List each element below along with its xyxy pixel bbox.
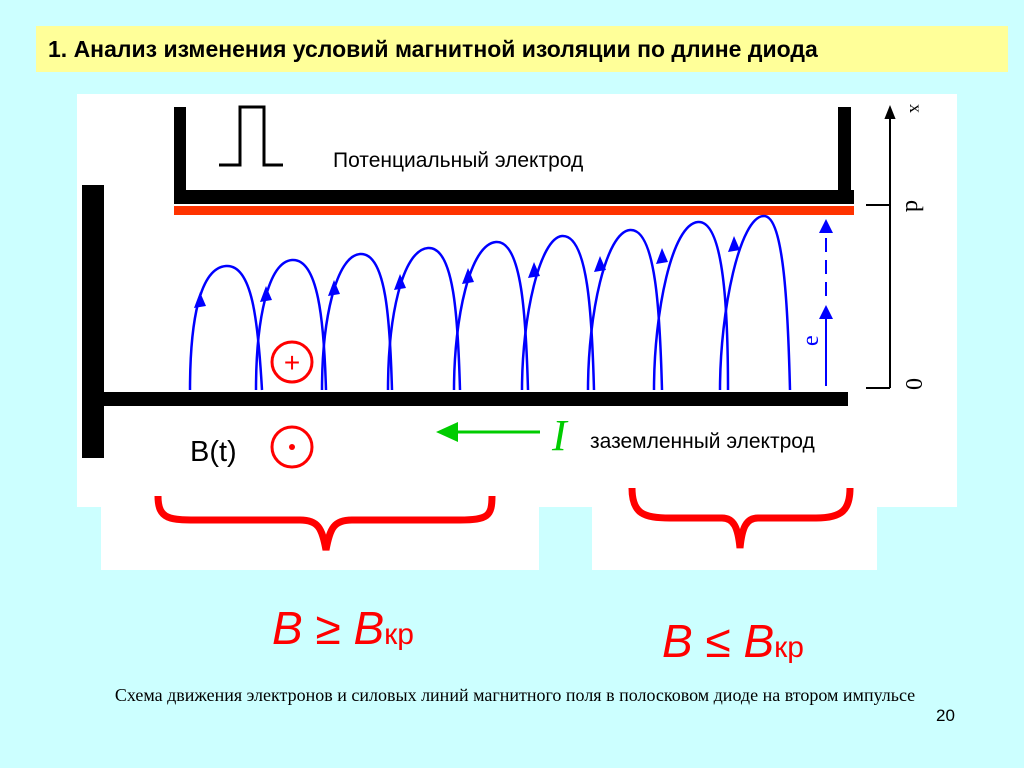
electron-arc — [254, 258, 328, 391]
slide-title: 1. Анализ изменения условий магнитной из… — [36, 26, 1008, 72]
trajectory-arrow-icon — [462, 268, 474, 284]
electron-arc — [320, 252, 394, 391]
cathode-left-post — [82, 185, 104, 458]
axis-label-x: x — [906, 104, 926, 113]
anode-left-post — [174, 107, 186, 190]
formula-right-subscript: кр — [774, 631, 804, 664]
potential-electrode — [174, 190, 854, 204]
field-out-dot — [289, 444, 295, 450]
trajectory-arrow-icon — [394, 274, 406, 290]
trajectory-arrows — [194, 236, 740, 308]
trajectory-arrow-icon — [594, 256, 606, 272]
electron-trajectories — [188, 214, 792, 391]
emission-edge-line — [174, 206, 854, 215]
formula-left-subscript: кр — [384, 618, 414, 651]
formula-right-main: B ≤ B — [662, 615, 775, 667]
electron-arc — [520, 234, 596, 391]
formula-right: B ≤ Bкр — [662, 618, 804, 664]
formula-left-main: B ≥ B — [272, 602, 385, 654]
electron-arc — [652, 220, 730, 391]
trajectory-arrow-icon — [328, 280, 340, 296]
gap-label-d: d — [900, 200, 926, 212]
plus-symbol: + — [284, 347, 300, 378]
current-arrow-head-icon — [436, 422, 458, 442]
trajectory-arrow-icon — [528, 262, 540, 278]
grounded-electrode-label: заземленный электрод — [590, 430, 815, 453]
electron-symbol: e — [798, 335, 824, 346]
left-brace — [154, 495, 496, 551]
anode-right-post — [838, 107, 851, 190]
field-label: B(t) — [190, 436, 237, 468]
potential-electrode-label: Потенциальный электрод — [333, 149, 583, 172]
diagram-panel — [77, 94, 957, 507]
electron-arc — [718, 214, 792, 391]
trajectory-arrow-icon — [656, 248, 668, 264]
field-out-marker — [270, 425, 314, 469]
field-into-marker — [270, 340, 314, 384]
electron-arc — [452, 240, 530, 391]
slide-caption: Схема движения электронов и силовых лини… — [114, 685, 916, 705]
origin-label: 0 — [900, 378, 926, 390]
pulse-icon — [219, 105, 283, 167]
right-brace — [628, 487, 854, 549]
trajectory-arrow-icon — [194, 292, 206, 308]
current-symbol: I — [551, 411, 569, 460]
electron-arc — [188, 264, 264, 391]
formula-left: B ≥ Bкр — [272, 605, 414, 651]
grounded-electrode — [104, 392, 848, 406]
trajectory-arrow-icon — [260, 286, 272, 302]
page-number: 20 — [936, 706, 955, 725]
trajectory-arrow-icon — [728, 236, 740, 252]
